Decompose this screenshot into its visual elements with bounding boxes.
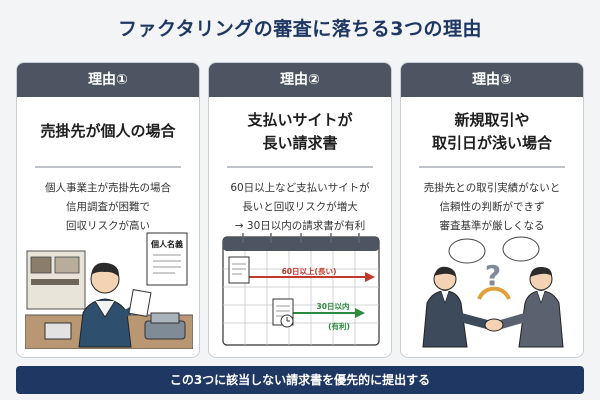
card-description: 60日以上など支払いサイトが 長いと回収リスクが増大 → 30日以内の請求書が有… [215,179,385,236]
reason-card-1: 理由① 売掛先が個人の場合 個人事業主が売掛先の場合 信用調査が困難で 回収リス… [16,62,200,358]
card-heading: 売掛先が個人の場合 [17,120,199,143]
card-heading: 支払いサイトが 長い請求書 [209,109,391,155]
card-header-label: 理由② [209,63,391,97]
description-line: 60日以上など支払いサイトが [230,182,370,194]
card-heading-line: 取引日が浅い場合 [431,134,552,152]
short-term-note: (有利) [328,321,350,331]
handshake-illustration: ? [422,236,564,348]
description-line: 個人事業主が売掛先の場合 [45,182,171,194]
description-line: 信頼性の判断ができず [439,201,545,213]
description-line: → 30日以内の請求書が有利 [234,220,366,232]
description-line: 売掛先との取引実績がないと [423,182,561,194]
description-line: 長いと回収リスクが増大 [242,201,358,213]
description-line: 回収リスクが高い [66,220,150,232]
card-header-label: 理由① [17,63,199,97]
short-term-label: 30日以内 [317,301,350,311]
page-title: ファクタリングの審査に落ちる3つの理由 [118,18,482,40]
card-description: 売掛先との取引実績がないと 信頼性の判断ができず 審査基準が厳しくなる [407,179,577,236]
card-heading: 新規取引や 取引日が浅い場合 [401,109,583,155]
divider [35,166,181,168]
card-heading-line: 支払いサイトが [247,111,353,129]
reason-card-2: 理由② 支払いサイトが 長い請求書 60日以上など支払いサイトが 長いと回収リス… [208,62,392,358]
description-line: 審査基準が厳しくなる [439,220,545,232]
svg-text:?: ? [485,259,501,292]
card-header-label: 理由③ [401,63,583,97]
divider [227,166,373,168]
card-description: 個人事業主が売掛先の場合 信用調査が困難で 回収リスクが高い [23,179,193,236]
document-sign-text: 個人名義 [150,239,183,249]
calendar-illustration: 60日以上(長い) 30日以内 (有利) [222,233,380,346]
card-heading-line: 売掛先が個人の場合 [40,122,176,140]
divider [419,166,565,168]
card-heading-line: 長い請求書 [262,134,338,152]
description-line: 信用調査が困難で [66,201,150,213]
reason-card-3: 理由③ 新規取引や 取引日が浅い場合 売掛先との取引実績がないと 信頼性の判断が… [400,62,584,358]
conclusion-banner: この3つに該当しない請求書を優先的に提出する [16,366,584,394]
person-with-document-illustration: 個人名義 [25,232,193,349]
card-heading-line: 新規取引や [454,111,530,129]
long-term-label: 60日以上(長い) [282,266,337,276]
